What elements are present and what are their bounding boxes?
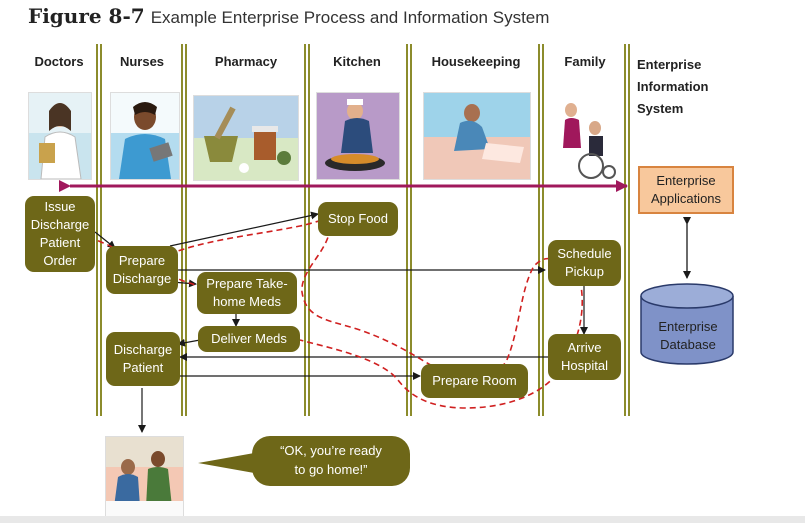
speech-bubble [198,436,410,486]
speech-line1: “OK, you’re ready [280,443,382,458]
lane-label-nurses: Nurses [119,54,165,69]
box-text: Prepare Take- [206,276,288,291]
speech-bubble-text: “OK, you’re ready to go home!” [256,441,406,479]
figure-caption: Example Enterprise Process and Informati… [150,8,550,27]
enterprise-database-cylinder [640,283,734,365]
box-text: Discharge [112,271,172,286]
box-discharge-patient: Discharge Patient [106,332,180,386]
box-arrive-hospital: Arrive Hospital [548,334,621,380]
lane-label-doctors: Doctors [34,54,84,69]
flow-arrow [177,338,201,347]
box-text: Discharge [30,217,90,232]
lane-divider [181,44,187,416]
pharmacy-illustration [193,95,299,181]
box-text: Schedule [557,246,612,261]
lane-label-housekeeping: Housekeeping [431,54,521,69]
kitchen-illustration [316,92,400,180]
box-deliver-meds: Deliver Meds [198,326,300,352]
box-text: Issue [44,199,76,214]
box-text: Arrive [567,340,602,355]
enterprise-database-line1: Enterprise [658,319,718,334]
family-illustration [553,100,619,182]
figure-title: Figure 8-7 Example Enterprise Process and… [28,4,549,29]
box-text: Patient [122,360,164,375]
box-text: Deliver Meds [211,331,287,346]
box-stop-food: Stop Food [318,202,398,236]
doctor-illustration [28,92,92,180]
lane-divider [624,44,630,416]
lane-label-family: Family [564,54,606,69]
box-schedule-pickup: Schedule Pickup [548,240,621,286]
box-text: Patient [39,235,81,250]
enterprise-applications-box: Enterprise Applications [638,166,734,214]
housekeeping-illustration [423,92,531,180]
box-text: home Meds [213,294,281,309]
eis-label-line3: System [637,101,684,116]
lane-divider [406,44,412,416]
box-prepare-takehome-meds: Prepare Take- home Meds [197,272,297,314]
enterprise-applications-line1: Enterprise [656,173,716,188]
lane-divider [96,44,102,416]
eis-label-line2: Information [637,79,709,94]
box-text: Stop Food [328,211,388,226]
lane-divider [304,44,310,416]
speech-line2: to go home!” [294,462,368,477]
bottom-strip [0,516,805,523]
lane-label-kitchen: Kitchen [333,54,381,69]
enterprise-database-line2: Database [660,337,716,352]
eis-label-line1: Enterprise [637,57,702,72]
patient-discharge-illustration [105,436,184,518]
box-issue-discharge-order: Issue Discharge Patient Order [25,196,95,272]
enterprise-applications-line2: Applications [650,191,722,206]
box-text: Prepare [118,253,166,268]
box-text: Discharge [113,342,173,357]
nurse-illustration [110,92,180,180]
box-text: Hospital [561,358,608,373]
lane-label-eis: Enterprise Information System [637,54,787,120]
box-text: Pickup [564,264,605,279]
flow-arrow [94,231,116,249]
box-prepare-room: Prepare Room [421,364,528,398]
flow-arrow [169,211,319,247]
figure-number: Figure 8-7 [28,4,145,28]
box-prepare-discharge: Prepare Discharge [106,246,178,294]
box-text: Prepare Room [432,373,517,388]
lane-divider [538,44,544,416]
box-text: Order [43,253,77,268]
enterprise-database-label: Enterprise Database [643,318,733,354]
lane-label-pharmacy: Pharmacy [214,54,278,69]
